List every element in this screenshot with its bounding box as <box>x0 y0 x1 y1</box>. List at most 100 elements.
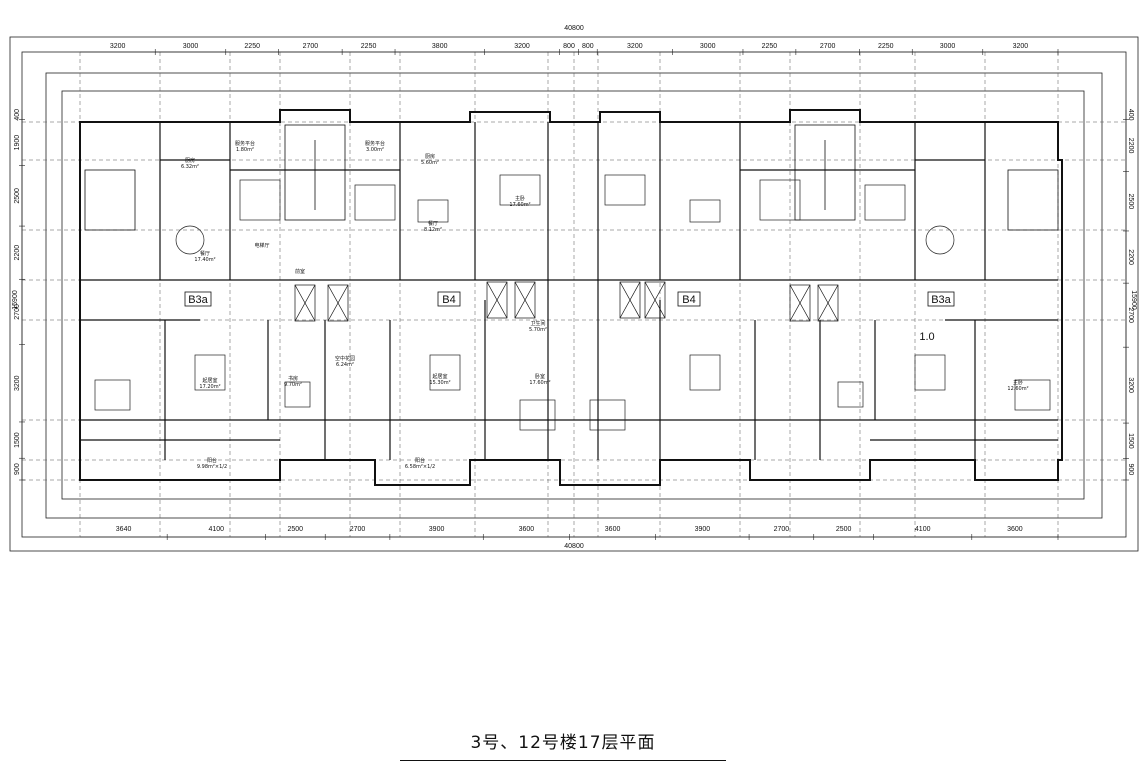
top-dim-7: 800 <box>563 43 575 50</box>
right-dim-5: 3200 <box>1127 377 1134 393</box>
left-dim-3: 2200 <box>14 245 21 261</box>
room-area-0: 6.32m² <box>181 164 199 170</box>
top-dim-5: 3800 <box>432 43 448 50</box>
elevator-shaft-1 <box>327 284 349 322</box>
room-label-8: 前室 <box>295 268 305 275</box>
right-dim-7: 900 <box>1127 463 1134 475</box>
unit-tag-b3a-left: B3a <box>188 294 208 306</box>
overall-dimension-left: 15900 <box>12 290 19 310</box>
right-dim-0: 400 <box>1127 109 1134 121</box>
room-label-7: 电梯厅 <box>254 242 269 249</box>
right-dim-4: 2700 <box>1127 307 1134 323</box>
room-label-3: 厨房 <box>425 153 435 160</box>
furniture-symbols <box>94 174 1051 431</box>
top-dim-10: 3000 <box>700 43 716 50</box>
room-area-14: 6.24m² <box>336 362 354 368</box>
room-label-14: 空中花园 <box>335 355 355 362</box>
top-dim-15: 3200 <box>1013 43 1029 50</box>
room-area-13: 5.70m² <box>529 327 547 333</box>
room-label-2: 服务平台 <box>365 140 385 147</box>
stair-cores <box>84 124 1059 231</box>
elevator-shafts <box>294 281 839 322</box>
room-label-13: 卫生间 <box>530 320 545 327</box>
elevator-shaft-3 <box>514 281 536 319</box>
elevator-shaft-6 <box>789 284 811 322</box>
overall-dimension-top: 40800 <box>564 25 584 32</box>
top-dimensions: 3200 3000 2250 2700 2250 3800 3200 800 800 3200 30… <box>80 43 1059 55</box>
bottom-dim-6: 3600 <box>605 526 621 533</box>
left-dim-5: 3200 <box>14 375 21 391</box>
room-area-2: 3.00m² <box>366 147 384 153</box>
left-dim-2: 2500 <box>14 188 21 204</box>
interior-walls <box>80 122 1058 460</box>
right-dim-3: 2200 <box>1127 249 1134 265</box>
right-dim-1: 2200 <box>1127 138 1134 154</box>
bottom-dim-8: 2700 <box>774 526 790 533</box>
room-label-9: 起居室 <box>202 377 217 384</box>
top-dim-12: 2700 <box>820 43 836 50</box>
room-label-1: 服务平台 <box>235 140 255 147</box>
outer-frame <box>9 36 1139 552</box>
bottom-dim-10: 4100 <box>915 526 931 533</box>
top-dim-3: 2700 <box>303 43 319 50</box>
bottom-dim-0: 3640 <box>116 526 132 533</box>
room-label-10: 起居室 <box>432 373 447 380</box>
elevator-shaft-7 <box>817 284 839 322</box>
top-dim-8: 800 <box>582 43 594 50</box>
room-label-15: 阳台 <box>207 457 217 464</box>
room-area-12: 9.70m² <box>284 382 302 388</box>
elevator-shaft-4 <box>619 281 641 319</box>
bottom-dim-3: 2700 <box>350 526 366 533</box>
unit-tags: B3a B4 B4 B3a 1.0 <box>184 291 955 343</box>
bottom-dim-11: 3600 <box>1007 526 1023 533</box>
elevator-shaft-0 <box>294 284 316 322</box>
room-area-6: 8.12m² <box>424 227 442 233</box>
bottom-dim-1: 4100 <box>208 526 224 533</box>
top-dim-11: 2250 <box>762 43 778 50</box>
top-dim-0: 3200 <box>110 43 126 50</box>
room-label-5: 餐厅 <box>200 250 210 257</box>
room-area-11: 17.60m² <box>529 380 550 386</box>
unit-tag-b4-right: B4 <box>682 294 695 306</box>
right-dim-6: 1500 <box>1127 433 1134 449</box>
overall-dimension-right: 15900 <box>1130 290 1137 310</box>
bottom-dim-4: 3900 <box>429 526 445 533</box>
room-label-12: 书房 <box>288 375 298 382</box>
bottom-dim-7: 3900 <box>695 526 711 533</box>
unit-tag-b4-left: B4 <box>442 294 455 306</box>
room-area-10: 15.30m² <box>429 380 450 386</box>
room-area-16: 6.58m²×1/2 <box>405 464 435 470</box>
outer-wall <box>79 109 1063 486</box>
room-label-11: 卧室 <box>535 373 545 380</box>
room-area-17: 12.60m² <box>1007 386 1028 392</box>
left-dim-7: 900 <box>14 463 21 475</box>
left-dim-1: 1900 <box>14 135 21 151</box>
top-dim-14: 3000 <box>940 43 956 50</box>
elevator-shaft-2 <box>486 281 508 319</box>
top-dim-2: 2250 <box>244 43 260 50</box>
unit-tag-b3a-right: B3a <box>931 294 951 306</box>
room-label-0: 厨房 <box>185 157 195 164</box>
right-dim-2: 2500 <box>1127 194 1134 210</box>
right-dimensions: 400 2200 2500 2200 2700 3200 1500 900 <box>1123 109 1134 481</box>
room-label-6: 餐厅 <box>428 220 438 227</box>
room-label-17: 主卧 <box>1013 379 1023 386</box>
room-area-9: 17.20m² <box>199 384 220 390</box>
room-labels: 厨房6.32m²服务平台1.80m²服务平台3.00m²厨房5.60m²主卧17… <box>181 140 1029 470</box>
top-dim-1: 3000 <box>183 43 199 50</box>
title-underline <box>400 760 726 761</box>
overall-dimension-bottom: 40800 <box>564 543 584 550</box>
top-dim-9: 3200 <box>627 43 643 50</box>
room-area-1: 1.80m² <box>236 147 254 153</box>
room-area-5: 17.40m² <box>194 257 215 263</box>
plan-note: 1.0 <box>919 331 934 343</box>
top-dim-4: 2250 <box>361 43 377 50</box>
room-label-4: 主卧 <box>515 195 525 202</box>
bottom-dim-2: 2500 <box>287 526 303 533</box>
top-dim-6: 3200 <box>514 43 530 50</box>
bottom-dim-5: 3600 <box>519 526 535 533</box>
left-dim-0: 400 <box>14 109 21 121</box>
left-dim-6: 1500 <box>14 432 21 448</box>
